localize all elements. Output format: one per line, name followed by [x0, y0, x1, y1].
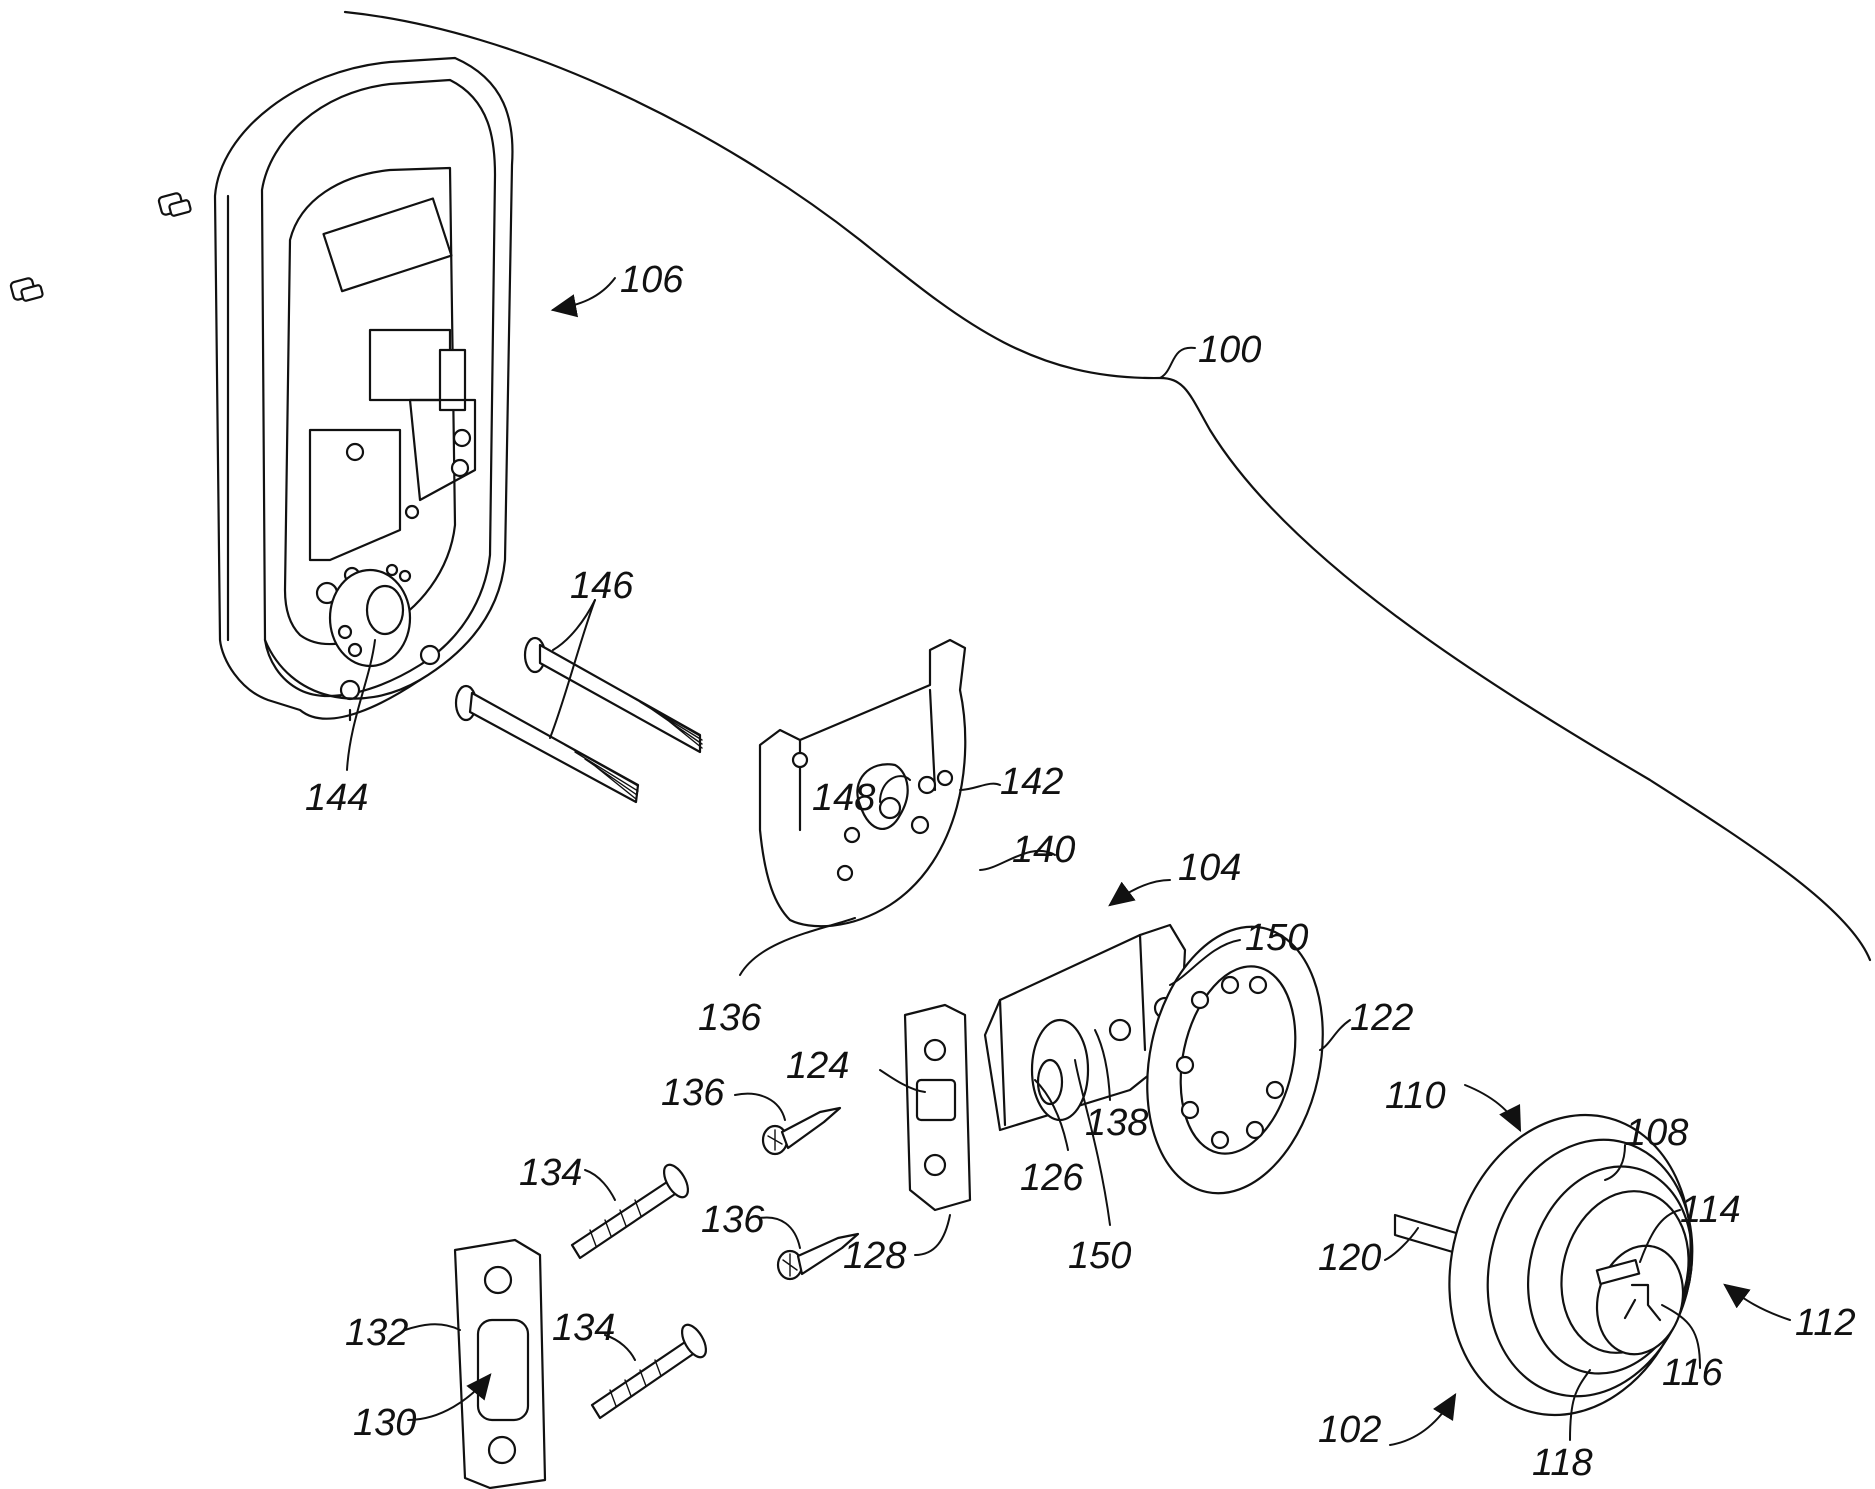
- leader-100: [1160, 348, 1195, 378]
- label-134-top: 134: [519, 1152, 582, 1194]
- arrow-102: [1390, 1395, 1455, 1445]
- leader-134-top: [585, 1170, 615, 1200]
- label-140: 140: [1012, 829, 1075, 871]
- label-150-bottom: 150: [1068, 1235, 1131, 1277]
- arrow-104: [1110, 880, 1170, 905]
- label-102: 102: [1318, 1409, 1381, 1451]
- label-136-face-bottom: 136: [701, 1199, 765, 1241]
- label-130: 130: [353, 1402, 416, 1444]
- label-126: 126: [1020, 1157, 1084, 1199]
- label-120: 120: [1318, 1237, 1381, 1279]
- label-106: 106: [620, 259, 684, 301]
- label-142: 142: [1000, 761, 1063, 803]
- label-132: 132: [345, 1312, 408, 1354]
- leader-122: [1320, 1020, 1350, 1050]
- arrow-106: [553, 278, 615, 310]
- label-150-top: 150: [1245, 917, 1308, 959]
- arrow-112: [1725, 1285, 1790, 1320]
- label-136-plate: 136: [698, 997, 762, 1039]
- leader-142: [960, 784, 1000, 790]
- set-screw-lower: [10, 277, 43, 301]
- label-144: 144: [305, 777, 368, 819]
- label-116: 116: [1662, 1352, 1723, 1394]
- assembly-boundary-curve: [345, 12, 1870, 960]
- label-134-bottom: 134: [552, 1307, 615, 1349]
- strike-screw-upper: [572, 1161, 693, 1258]
- label-148: 148: [812, 777, 875, 819]
- label-114: 114: [1680, 1189, 1741, 1231]
- label-138: 138: [1085, 1102, 1148, 1144]
- label-128: 128: [843, 1235, 906, 1277]
- label-118: 118: [1532, 1442, 1593, 1484]
- set-screw-upper: [158, 192, 191, 216]
- leader-132: [405, 1324, 460, 1330]
- label-108: 108: [1625, 1112, 1688, 1154]
- leader-136-face-top: [735, 1094, 785, 1120]
- label-136-face-top: 136: [661, 1072, 725, 1114]
- label-112: 112: [1795, 1302, 1856, 1344]
- interior-assembly: [215, 58, 512, 720]
- strike-plate: [455, 1240, 545, 1488]
- leader-128: [915, 1215, 950, 1255]
- label-104: 104: [1178, 847, 1241, 889]
- leader-136-plate: [740, 918, 855, 975]
- leader-146-a: [553, 600, 595, 650]
- arrow-110: [1465, 1085, 1520, 1130]
- leader-136-face-bottom: [760, 1217, 800, 1248]
- label-110: 110: [1385, 1075, 1446, 1117]
- label-124: 124: [786, 1045, 849, 1087]
- face-screw-upper: [763, 1108, 840, 1154]
- label-122: 122: [1350, 997, 1413, 1039]
- label-100: 100: [1198, 329, 1261, 371]
- label-146: 146: [570, 565, 634, 607]
